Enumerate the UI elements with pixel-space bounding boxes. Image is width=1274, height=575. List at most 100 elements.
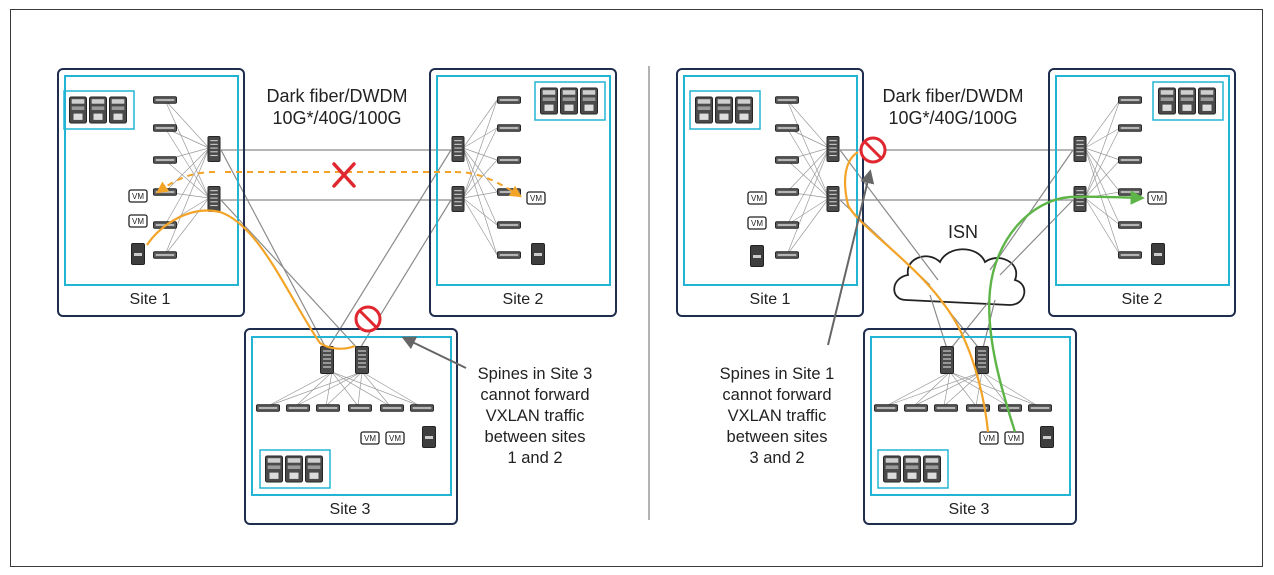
apic-controller-icon xyxy=(715,96,733,124)
leaf-switch-icon xyxy=(380,404,404,412)
right-site1-fabric-links xyxy=(786,99,830,256)
leaf-switch-icon xyxy=(497,156,521,164)
left-site3-fabric-links xyxy=(267,371,421,407)
spine-switch-icon xyxy=(320,346,334,374)
left-panel: VM VM Site 1 VM Site 2 xyxy=(57,68,617,525)
spine-switch-icon xyxy=(940,346,954,374)
vm-icon: VM xyxy=(747,216,767,230)
leaf-switch-icon xyxy=(1118,156,1142,164)
apic-controller-icon xyxy=(883,455,901,483)
svg-text:VM: VM xyxy=(1151,194,1163,203)
svg-text:VM: VM xyxy=(983,434,995,443)
right-orange-traffic xyxy=(843,151,990,433)
left-site2-fabric-links xyxy=(462,99,498,256)
no-entry-icon xyxy=(354,305,382,333)
svg-text:between sites: between sites xyxy=(485,428,586,446)
leaf-switch-icon xyxy=(775,188,799,196)
leaf-switch-icon xyxy=(316,404,340,412)
vm-icon: VM xyxy=(360,431,380,445)
left-site3-label: Site 3 xyxy=(330,501,371,518)
leaf-switch-icon xyxy=(286,404,310,412)
vm-icon: VM xyxy=(747,191,767,205)
leaf-switch-icon xyxy=(1118,221,1142,229)
server-icon xyxy=(1040,426,1054,448)
vm-icon: VM xyxy=(1004,431,1024,445)
left-site1-inner xyxy=(64,75,239,286)
isn-label: ISN xyxy=(948,222,978,242)
leaf-switch-icon xyxy=(256,404,280,412)
apic-controller-icon xyxy=(735,96,753,124)
spine-switch-icon xyxy=(207,186,221,212)
leaf-switch-icon xyxy=(410,404,434,412)
leaf-switch-icon xyxy=(1118,188,1142,196)
spine-switch-icon xyxy=(355,346,369,374)
leaf-switch-icon xyxy=(775,156,799,164)
apic-controller-icon xyxy=(1158,87,1176,115)
left-intersite-links xyxy=(220,149,452,351)
right-link-label-1: Dark fiber/DWDM xyxy=(882,86,1023,106)
leaf-switch-icon xyxy=(497,124,521,132)
svg-text:VM: VM xyxy=(751,219,763,228)
apic-controller-icon xyxy=(580,87,598,115)
svg-text:VXLAN traffic: VXLAN traffic xyxy=(486,407,585,425)
leaf-switch-icon xyxy=(775,96,799,104)
leaf-switch-icon xyxy=(153,251,177,259)
spine-switch-icon xyxy=(1073,136,1087,162)
right-site3-fabric-links xyxy=(885,371,1039,407)
svg-text:VM: VM xyxy=(1008,434,1020,443)
apic-controller-icon xyxy=(1198,87,1216,115)
left-site3-inner xyxy=(251,336,452,496)
spine-switch-icon xyxy=(975,346,989,374)
server-icon xyxy=(131,243,145,265)
server-icon xyxy=(1151,243,1165,265)
no-entry-icon xyxy=(859,136,887,164)
apic-controller-icon xyxy=(540,87,558,115)
right-site3-label: Site 3 xyxy=(949,501,990,518)
spine-switch-icon xyxy=(451,186,465,212)
vm-icon: VM xyxy=(979,431,999,445)
right-site1-box xyxy=(676,68,864,317)
svg-text:VM: VM xyxy=(364,434,376,443)
svg-text:VXLAN traffic: VXLAN traffic xyxy=(728,407,827,425)
right-site1-label: Site 1 xyxy=(750,291,791,308)
svg-text:Spines in Site 1: Spines in Site 1 xyxy=(720,365,835,383)
spine-switch-icon xyxy=(826,186,840,212)
left-site1-label: Site 1 xyxy=(130,291,171,308)
right-link-label-2: 10G*/40G/100G xyxy=(888,108,1017,128)
leaf-switch-icon xyxy=(497,96,521,104)
apic-controller-icon xyxy=(903,455,921,483)
apic-controller-icon xyxy=(265,455,283,483)
apic-controller-icon xyxy=(1178,87,1196,115)
right-site3-box xyxy=(863,328,1077,525)
spine-switch-icon xyxy=(826,136,840,162)
leaf-switch-icon xyxy=(775,124,799,132)
leaf-switch-icon xyxy=(348,404,372,412)
leaf-switch-icon xyxy=(1118,96,1142,104)
diagram-frame xyxy=(10,9,1263,567)
leaf-switch-icon xyxy=(153,96,177,104)
left-site3-box xyxy=(244,328,458,525)
svg-text:Spines in Site 3: Spines in Site 3 xyxy=(478,365,593,383)
svg-text:3 and 2: 3 and 2 xyxy=(749,449,804,467)
leaf-switch-icon xyxy=(497,221,521,229)
apic-controller-icon xyxy=(69,96,87,124)
svg-text:VM: VM xyxy=(132,192,144,201)
right-site1-inner xyxy=(683,75,858,286)
leaf-switch-icon xyxy=(1028,404,1052,412)
leaf-switch-icon xyxy=(1118,124,1142,132)
vm-icon: VM xyxy=(385,431,405,445)
x-mark-icon xyxy=(332,162,356,188)
right-site2-box xyxy=(1048,68,1236,317)
left-site2-inner xyxy=(436,75,611,286)
left-link-label-2: 10G*/40G/100G xyxy=(272,108,401,128)
apic-controller-icon xyxy=(89,96,107,124)
vm-icon: VM xyxy=(1147,191,1167,205)
apic-controller-icon xyxy=(305,455,323,483)
server-icon xyxy=(531,243,545,265)
right-site2-inner xyxy=(1055,75,1230,286)
svg-text:VM: VM xyxy=(132,217,144,226)
vm-icon: VM xyxy=(128,214,148,228)
svg-text:VM: VM xyxy=(530,194,542,203)
right-site3-inner xyxy=(870,336,1071,496)
